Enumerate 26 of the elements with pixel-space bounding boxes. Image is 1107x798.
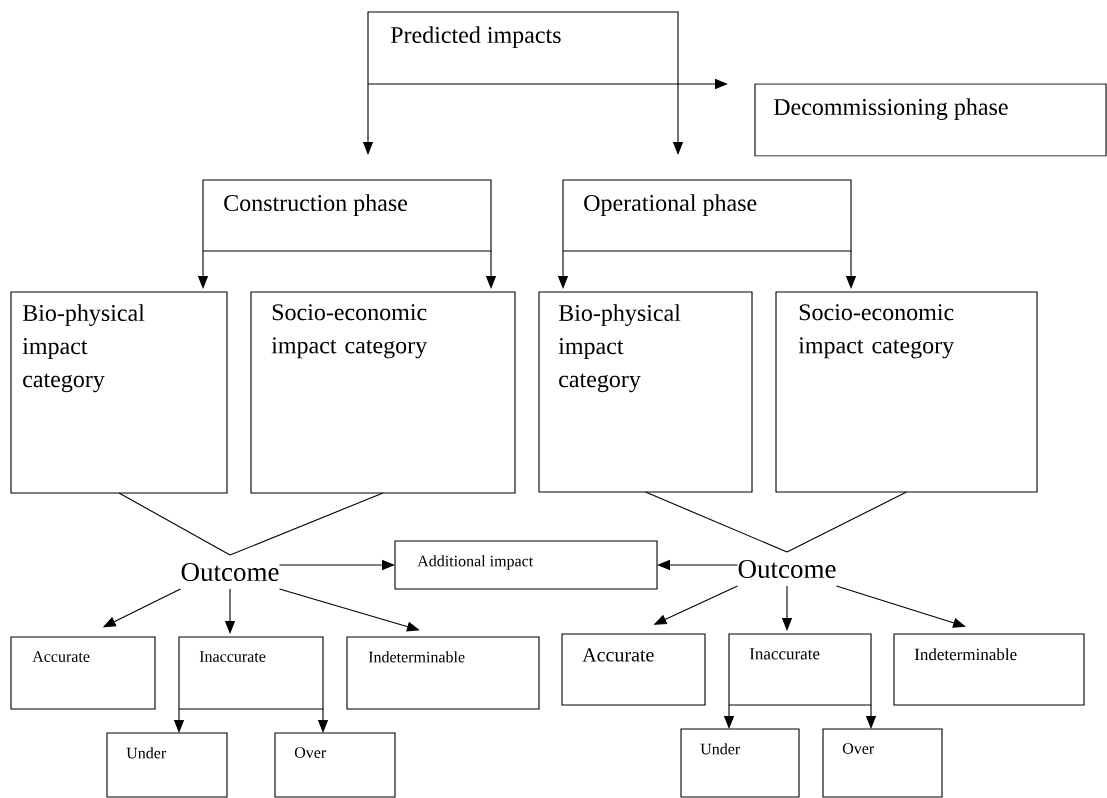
process-box: Accurate [561, 633, 706, 706]
process-box: Predicted impacts [367, 11, 679, 85]
process-box: Accurate [10, 636, 156, 710]
arrow [278, 588, 420, 632]
process-box: Over [822, 728, 943, 798]
process-box: Under [106, 732, 228, 798]
connector-line [118, 492, 231, 556]
process-box: Inaccurate [728, 633, 872, 706]
process-box: Socio-economic impact category [775, 291, 1038, 493]
process-box: Decommissioning phase [754, 83, 1107, 157]
process-box: Bio-physical impact category [538, 291, 753, 493]
process-box: Under [680, 728, 800, 798]
process-box: Over [274, 732, 396, 798]
process-box: Additional impact [394, 540, 658, 590]
connector-line [229, 492, 384, 556]
process-box: Operational phase [562, 179, 852, 252]
process-box: Bio-physical impact category [10, 291, 228, 494]
process-box: Indeterminable [893, 633, 1085, 706]
process-box: Construction phase [202, 179, 492, 252]
process-box: Inaccurate [178, 636, 324, 710]
outcome-label: Outcome [181, 562, 279, 582]
connector-line [644, 491, 788, 553]
connector-line [786, 491, 908, 553]
outcome-label: Outcome [738, 559, 836, 579]
process-box: Socio-economic impact category [250, 291, 516, 494]
process-box: Indeterminable [346, 636, 540, 710]
